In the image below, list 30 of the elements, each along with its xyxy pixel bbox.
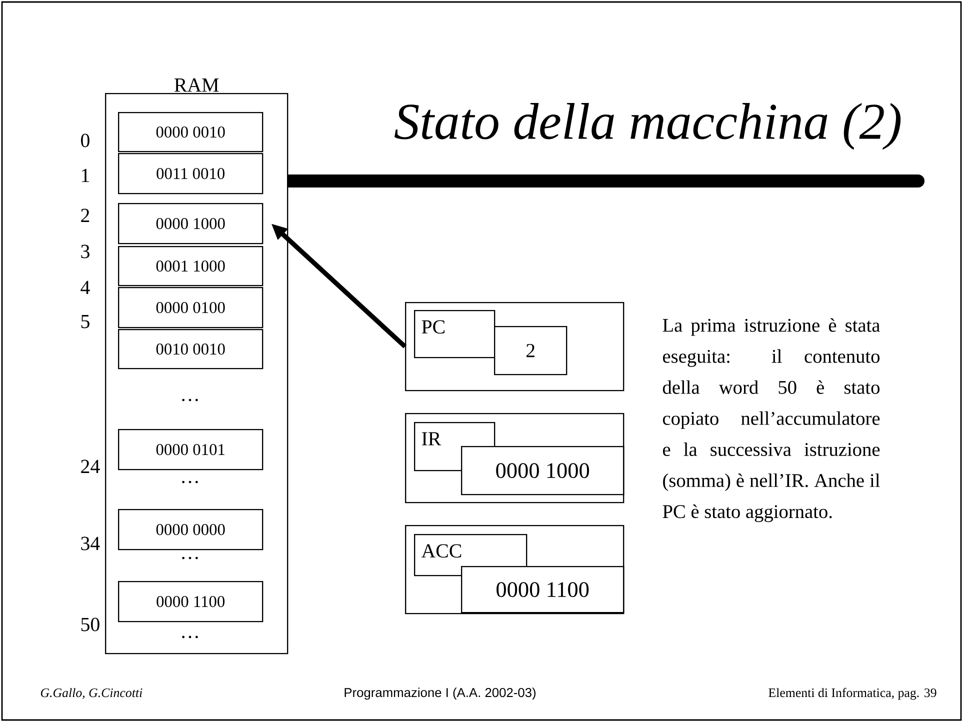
- slide-title: Stato della macchina (2): [394, 103, 901, 150]
- address-label: 34: [81, 536, 100, 550]
- memory-cell: 0000 0000: [118, 509, 264, 550]
- memory-cell: 0000 0101: [118, 429, 264, 470]
- memory-cell: 0001 1000: [118, 246, 264, 286]
- register-name-box: PC: [414, 310, 496, 358]
- page-footer: Elementi di Informatica, pag. 39: [768, 688, 936, 700]
- course-footer: Programmazione I (A.A. 2002-03): [344, 688, 536, 700]
- address-label: 50: [81, 618, 100, 632]
- memory-cell: 0000 1100: [118, 581, 264, 622]
- address-label: 2: [81, 208, 90, 222]
- address-label: 0: [81, 134, 90, 148]
- memory-cell: 0010 0010: [118, 329, 264, 370]
- memory-cell: 0000 0010: [118, 112, 264, 152]
- address-label: 5: [81, 314, 90, 328]
- ellipsis: …: [182, 398, 198, 402]
- author-footer: G.Gallo, G.Cincotti: [40, 688, 142, 699]
- address-label: 4: [80, 280, 90, 294]
- description-text: La prima istruzione è stata eseguita: il contenuto della word 50 è stato copiato nell’accumulatore e la successiva istruzione (somma) è nell’IR. Anche il PC è stato aggiornato.: [662, 318, 880, 522]
- node-label: RAM: [174, 78, 219, 92]
- address-label: 1: [82, 168, 89, 182]
- register-value-box: 0000 1100: [461, 566, 624, 614]
- memory-cell: 0000 0100: [118, 287, 264, 328]
- memory-cell: 0000 1000: [118, 203, 264, 244]
- address-label: 3: [81, 244, 90, 258]
- ellipsis: …: [182, 556, 198, 560]
- address-label: 24: [81, 460, 100, 473]
- ellipsis: …: [182, 480, 198, 484]
- memory-cell: 0011 0010: [118, 153, 264, 194]
- register-value-box: 2: [494, 326, 568, 376]
